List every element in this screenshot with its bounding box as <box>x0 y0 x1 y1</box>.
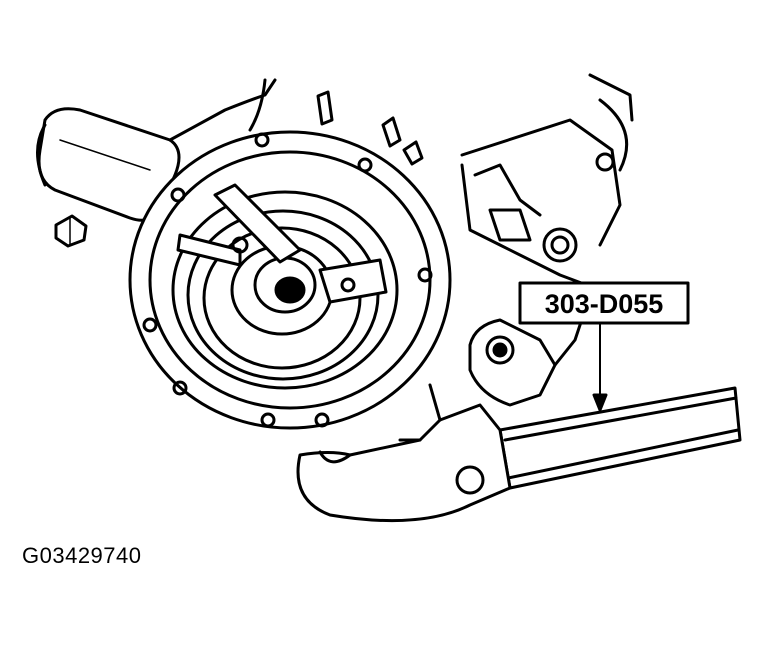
tool-hook <box>296 383 512 523</box>
tool-bar <box>498 386 742 490</box>
holding-bracket <box>176 183 388 304</box>
engine-block <box>460 73 634 292</box>
callout-leader <box>592 319 608 412</box>
figure-id: G03429740 <box>22 543 142 568</box>
flange-plate <box>128 130 452 430</box>
callout-box <box>518 281 690 325</box>
tool-number-label: 303-D055 <box>545 289 664 319</box>
lower-bracket <box>468 308 587 407</box>
hex-bolt <box>54 214 88 248</box>
dowel-pins <box>316 90 424 166</box>
